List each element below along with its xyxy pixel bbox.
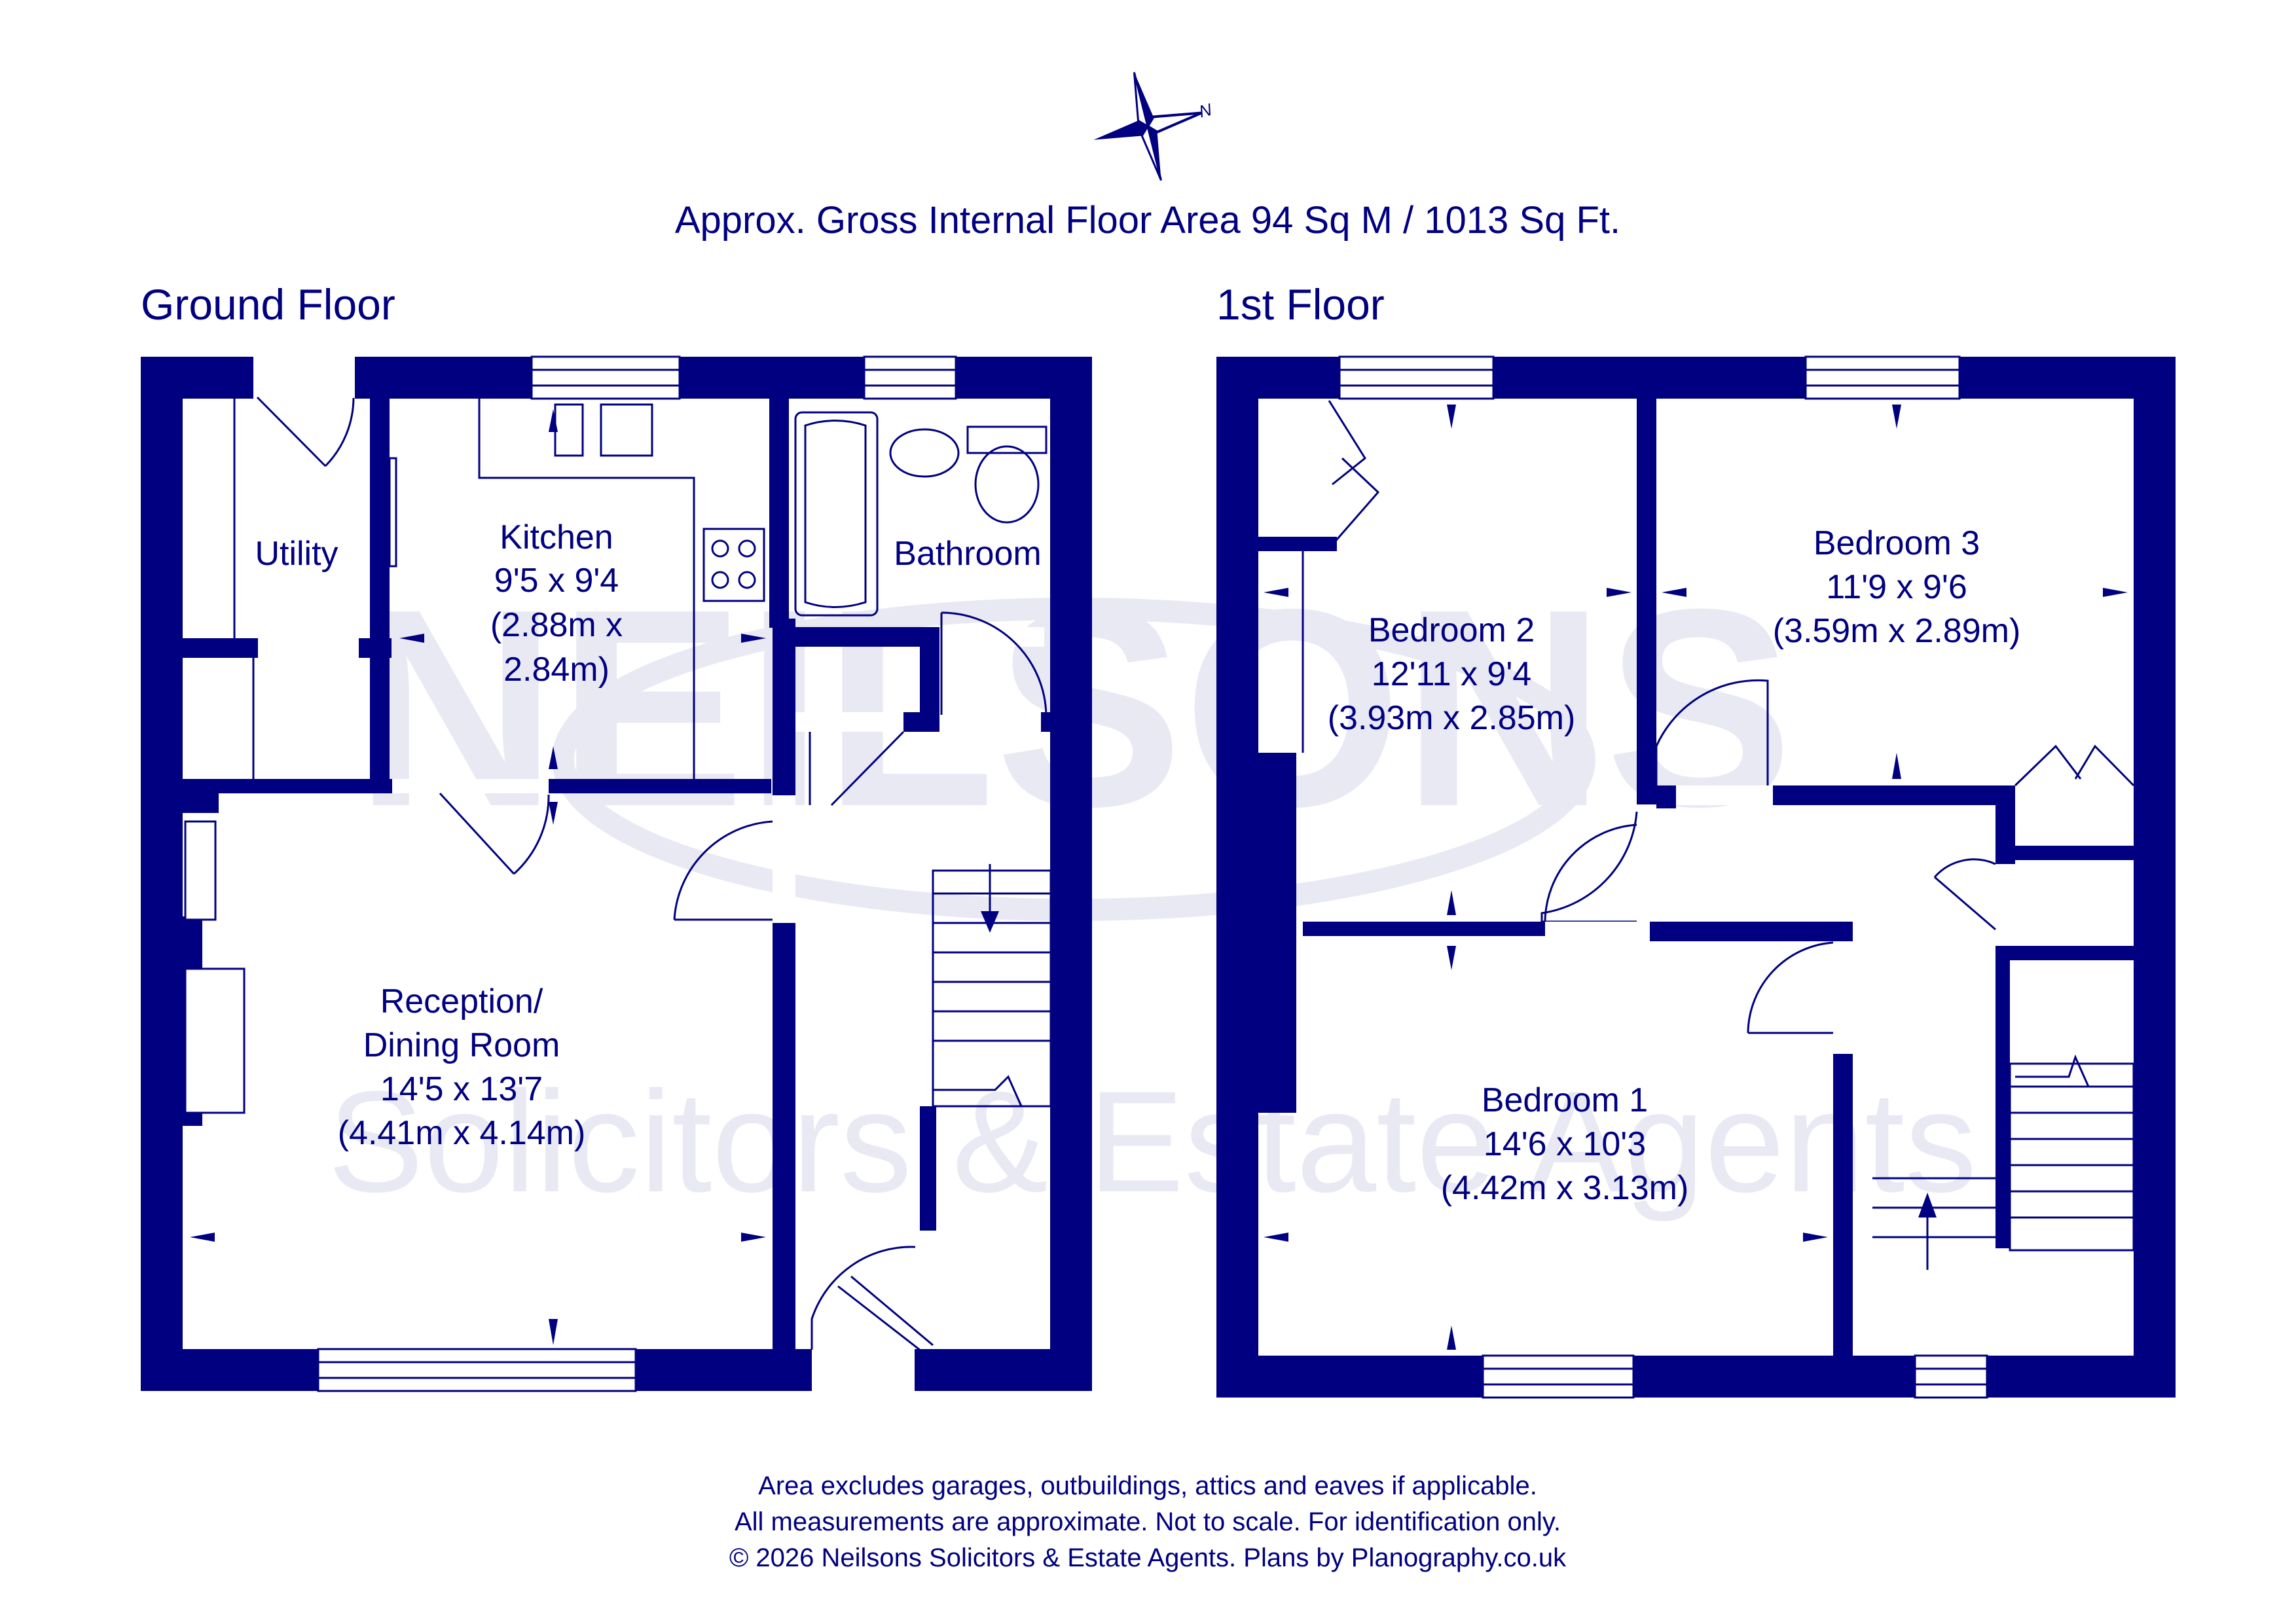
bathroom-fittings <box>794 411 1048 617</box>
compass-north-label: N <box>1197 99 1214 122</box>
ground-floor-dimension-arrows <box>190 634 766 1345</box>
reception-label-a: Reception/ <box>380 983 543 1020</box>
bedroom3-label: Bedroom 3 <box>1813 524 1980 562</box>
floor-area-title: Approx. Gross Internal Floor Area 94 Sq … <box>675 199 1620 242</box>
kitchen-label: Kitchen <box>500 518 613 556</box>
bedroom2-wardrobe <box>1302 400 1380 753</box>
ground-floor-plan: Utility Kitchen 9'5 x 9'4 (2.88m x 2.84m… <box>141 355 1092 1392</box>
reception-metric: (4.41m x 4.14m) <box>338 1114 586 1152</box>
bedroom2-label: Bedroom 2 <box>1368 611 1535 649</box>
bedroom3-imperial: 11'9 x 9'6 <box>1826 568 1967 606</box>
bedroom1-metric: (4.42m x 3.13m) <box>1441 1169 1689 1207</box>
first-floor-windows <box>1338 355 1988 1399</box>
first-floor-stairs <box>1872 1054 2135 1270</box>
bedroom3-metric: (3.59m x 2.89m) <box>1773 612 2021 650</box>
watermark-tagline: Solicitors & Estate Agents <box>327 1061 1977 1222</box>
first-floor-heading: 1st Floor <box>1216 280 1385 329</box>
first-floor-plan: Bedroom 2 12'11 x 9'4 (3.93m x 2.85m) Be… <box>1216 355 2176 1399</box>
compass-star-icon <box>1093 72 1203 181</box>
bedroom2-metric: (3.93m x 2.85m) <box>1328 699 1576 737</box>
footer-line-2: All measurements are approximate. Not to… <box>735 1507 1561 1536</box>
bedroom1-imperial: 14'6 x 10'3 <box>1484 1125 1646 1163</box>
bedroom1-label: Bedroom 1 <box>1482 1081 1648 1119</box>
utility-label: Utility <box>255 535 338 573</box>
reception-imperial: 14'5 x 13'7 <box>380 1070 543 1108</box>
kitchen-metric-a: (2.88m x <box>490 606 623 644</box>
bathroom-label: Bathroom <box>894 535 1041 573</box>
kitchen-worktop <box>478 399 765 779</box>
ground-floor-walls <box>141 357 1092 1391</box>
ground-floor-heading: Ground Floor <box>141 280 395 329</box>
first-floor-walls <box>1216 357 2176 1398</box>
kitchen-metric-b: 2.84m) <box>503 651 610 689</box>
footer-line-3: © 2026 Neilsons Solicitors & Estate Agen… <box>729 1543 1567 1572</box>
footer-line-1: Area excludes garages, outbuildings, att… <box>758 1471 1537 1500</box>
ground-floor-windows <box>184 355 957 1392</box>
reception-label-b: Dining Room <box>363 1026 560 1064</box>
stairs-up-arrow-icon <box>1918 1193 1937 1218</box>
first-floor-dimension-arrows <box>1264 405 2128 1350</box>
kitchen-imperial: 9'5 x 9'4 <box>494 562 619 600</box>
bedroom2-imperial: 12'11 x 9'4 <box>1372 655 1531 693</box>
stairs-down-arrow-icon <box>981 911 999 933</box>
